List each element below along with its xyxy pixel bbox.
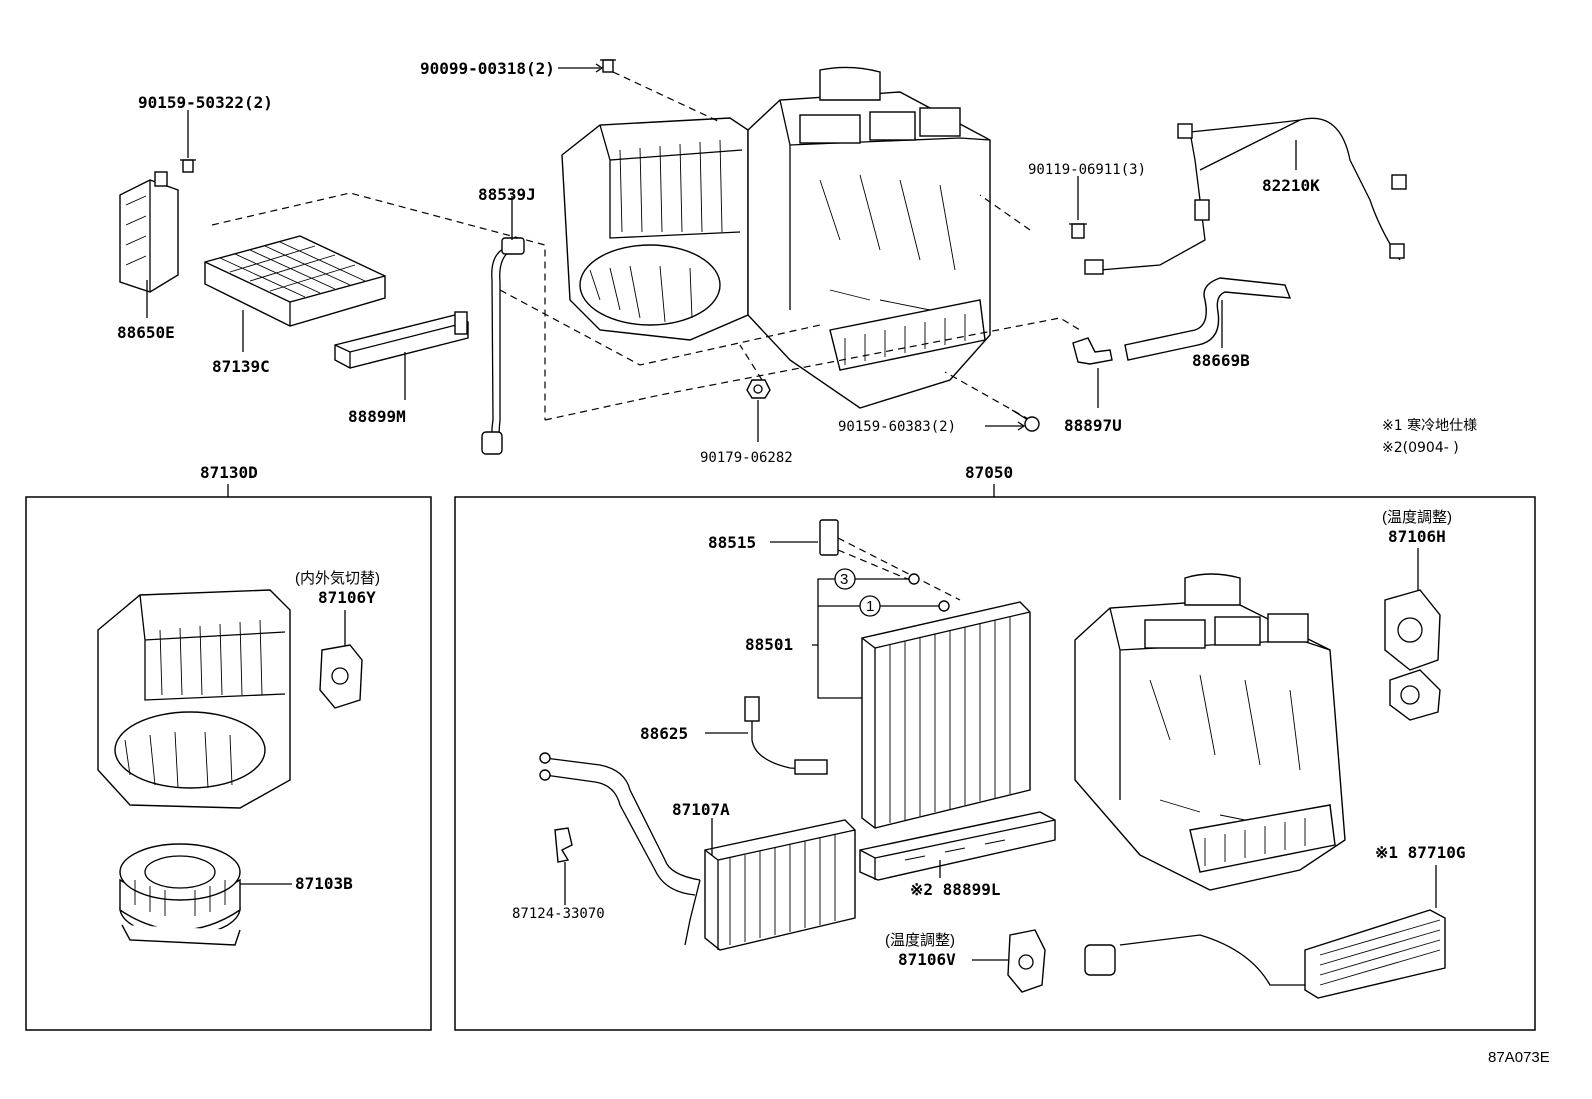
label-87710g[interactable]: ※1 87710G (1375, 843, 1465, 862)
valve-88515[interactable] (819, 519, 839, 556)
label-87106h-desc: (温度調整) (1382, 509, 1452, 526)
label-90159-60383[interactable]: 90159-60383(2) (838, 419, 956, 435)
circle-label-1: 1 (866, 598, 874, 615)
label-90179-06282[interactable]: 90179-06282 (700, 450, 793, 466)
hvac-assembly-top[interactable] (561, 66, 991, 409)
label-88539j[interactable]: 88539J (478, 185, 536, 204)
heater-core-87107a[interactable] (704, 819, 856, 951)
hose-88669b[interactable] (1124, 277, 1292, 361)
label-87106y-desc: (内外気切替) (295, 570, 380, 587)
blower-assembly-box (25, 496, 432, 1031)
label-87103b[interactable]: 87103B (295, 874, 353, 893)
cover-88899m[interactable] (334, 311, 469, 369)
label-87107a[interactable]: 87107A (672, 800, 730, 819)
heater-assembly-box (454, 496, 1536, 1031)
label-87130d[interactable]: 87130D (200, 463, 258, 482)
circle-label-3: 3 (840, 571, 848, 588)
label-87124-33070[interactable]: 87124-33070 (512, 906, 605, 922)
label-90119-06911[interactable]: 90119-06911(3) (1028, 162, 1146, 178)
label-88899l[interactable]: ※2 88899L (910, 880, 1000, 899)
heater-pipes[interactable] (539, 752, 701, 946)
note-1: ※1 寒冷地仕様 (1382, 417, 1477, 434)
actuator-87106h[interactable] (1384, 589, 1441, 721)
label-90099-00318[interactable]: 90099-00318(2) (420, 59, 555, 78)
note-2: ※2(0904- ) (1382, 440, 1459, 456)
label-88897u[interactable]: 88897U (1064, 416, 1122, 435)
label-82210k[interactable]: 82210K (1262, 176, 1320, 195)
label-88501[interactable]: 88501 (745, 635, 793, 654)
actuator-87106v[interactable] (1007, 929, 1046, 993)
drain-hose-88539j[interactable] (481, 237, 525, 455)
cover-88899l[interactable] (859, 811, 1056, 881)
clamp-87124[interactable] (554, 827, 573, 863)
o-ring-3[interactable] (908, 573, 920, 585)
heater-case[interactable] (1074, 573, 1346, 891)
label-88515[interactable]: 88515 (708, 533, 756, 552)
label-88650e[interactable]: 88650E (117, 323, 175, 342)
screw-90159-60383[interactable] (1011, 409, 1040, 432)
label-88899m[interactable]: 88899M (348, 407, 406, 426)
blower-unit[interactable] (97, 589, 291, 809)
o-ring-1[interactable] (938, 600, 950, 612)
screw-90099[interactable] (600, 59, 616, 73)
wire-harness-82210k[interactable] (1084, 117, 1407, 275)
label-90159-50322[interactable]: 90159-50322(2) (138, 93, 273, 112)
label-87139c[interactable]: 87139C (212, 357, 270, 376)
label-87106v[interactable]: 87106V (898, 950, 956, 969)
label-87106y[interactable]: 87106Y (318, 588, 376, 607)
screw-90119-06911[interactable] (1069, 223, 1087, 239)
label-87050[interactable]: 87050 (965, 463, 1013, 482)
label-87106v-desc: (温度調整) (885, 932, 955, 949)
actuator-87106y[interactable] (319, 644, 363, 709)
ecu-88650e[interactable] (119, 171, 179, 293)
evaporator-88501[interactable] (861, 601, 1031, 829)
air-filter-87139c[interactable] (204, 235, 386, 327)
temp-sensor-88625[interactable] (744, 696, 828, 775)
diagram-reference-code: 87A073E (1488, 1049, 1550, 1066)
nut-90179[interactable] (746, 379, 771, 399)
label-87106h[interactable]: 87106H (1388, 527, 1446, 546)
blower-motor-87103b[interactable] (119, 843, 241, 946)
sensor-88897u[interactable] (1072, 337, 1113, 365)
ptc-heater-87710g[interactable] (1084, 909, 1446, 999)
label-88625[interactable]: 88625 (640, 724, 688, 743)
screw-90159-50322[interactable] (180, 159, 196, 173)
label-88669b[interactable]: 88669B (1192, 351, 1250, 370)
